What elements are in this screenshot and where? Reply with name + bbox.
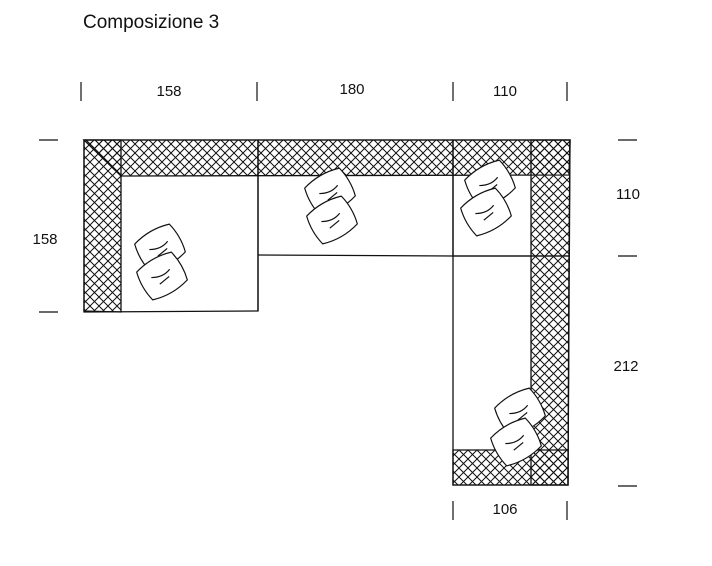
dimension-top-2: 180 bbox=[339, 81, 365, 98]
cushion-icon bbox=[136, 251, 188, 301]
seat-outlines bbox=[83, 139, 571, 486]
cushion-icon bbox=[460, 187, 512, 237]
dimension-top-1: 158 bbox=[156, 83, 182, 100]
cushions bbox=[134, 159, 546, 467]
dimension-bottom: 106 bbox=[492, 501, 518, 518]
armrest-left bbox=[83, 139, 122, 313]
dimension-right-2: 212 bbox=[613, 358, 639, 375]
cushion-icon bbox=[490, 417, 542, 467]
cushion-icon bbox=[306, 195, 358, 245]
composition-title: Composizione 3 bbox=[83, 12, 220, 33]
dimension-ticks bbox=[39, 82, 637, 520]
dimension-left: 158 bbox=[32, 231, 58, 248]
dimension-top-3: 110 bbox=[493, 83, 517, 100]
dimension-right-1: 110 bbox=[616, 186, 640, 203]
module-chaise bbox=[452, 255, 570, 486]
